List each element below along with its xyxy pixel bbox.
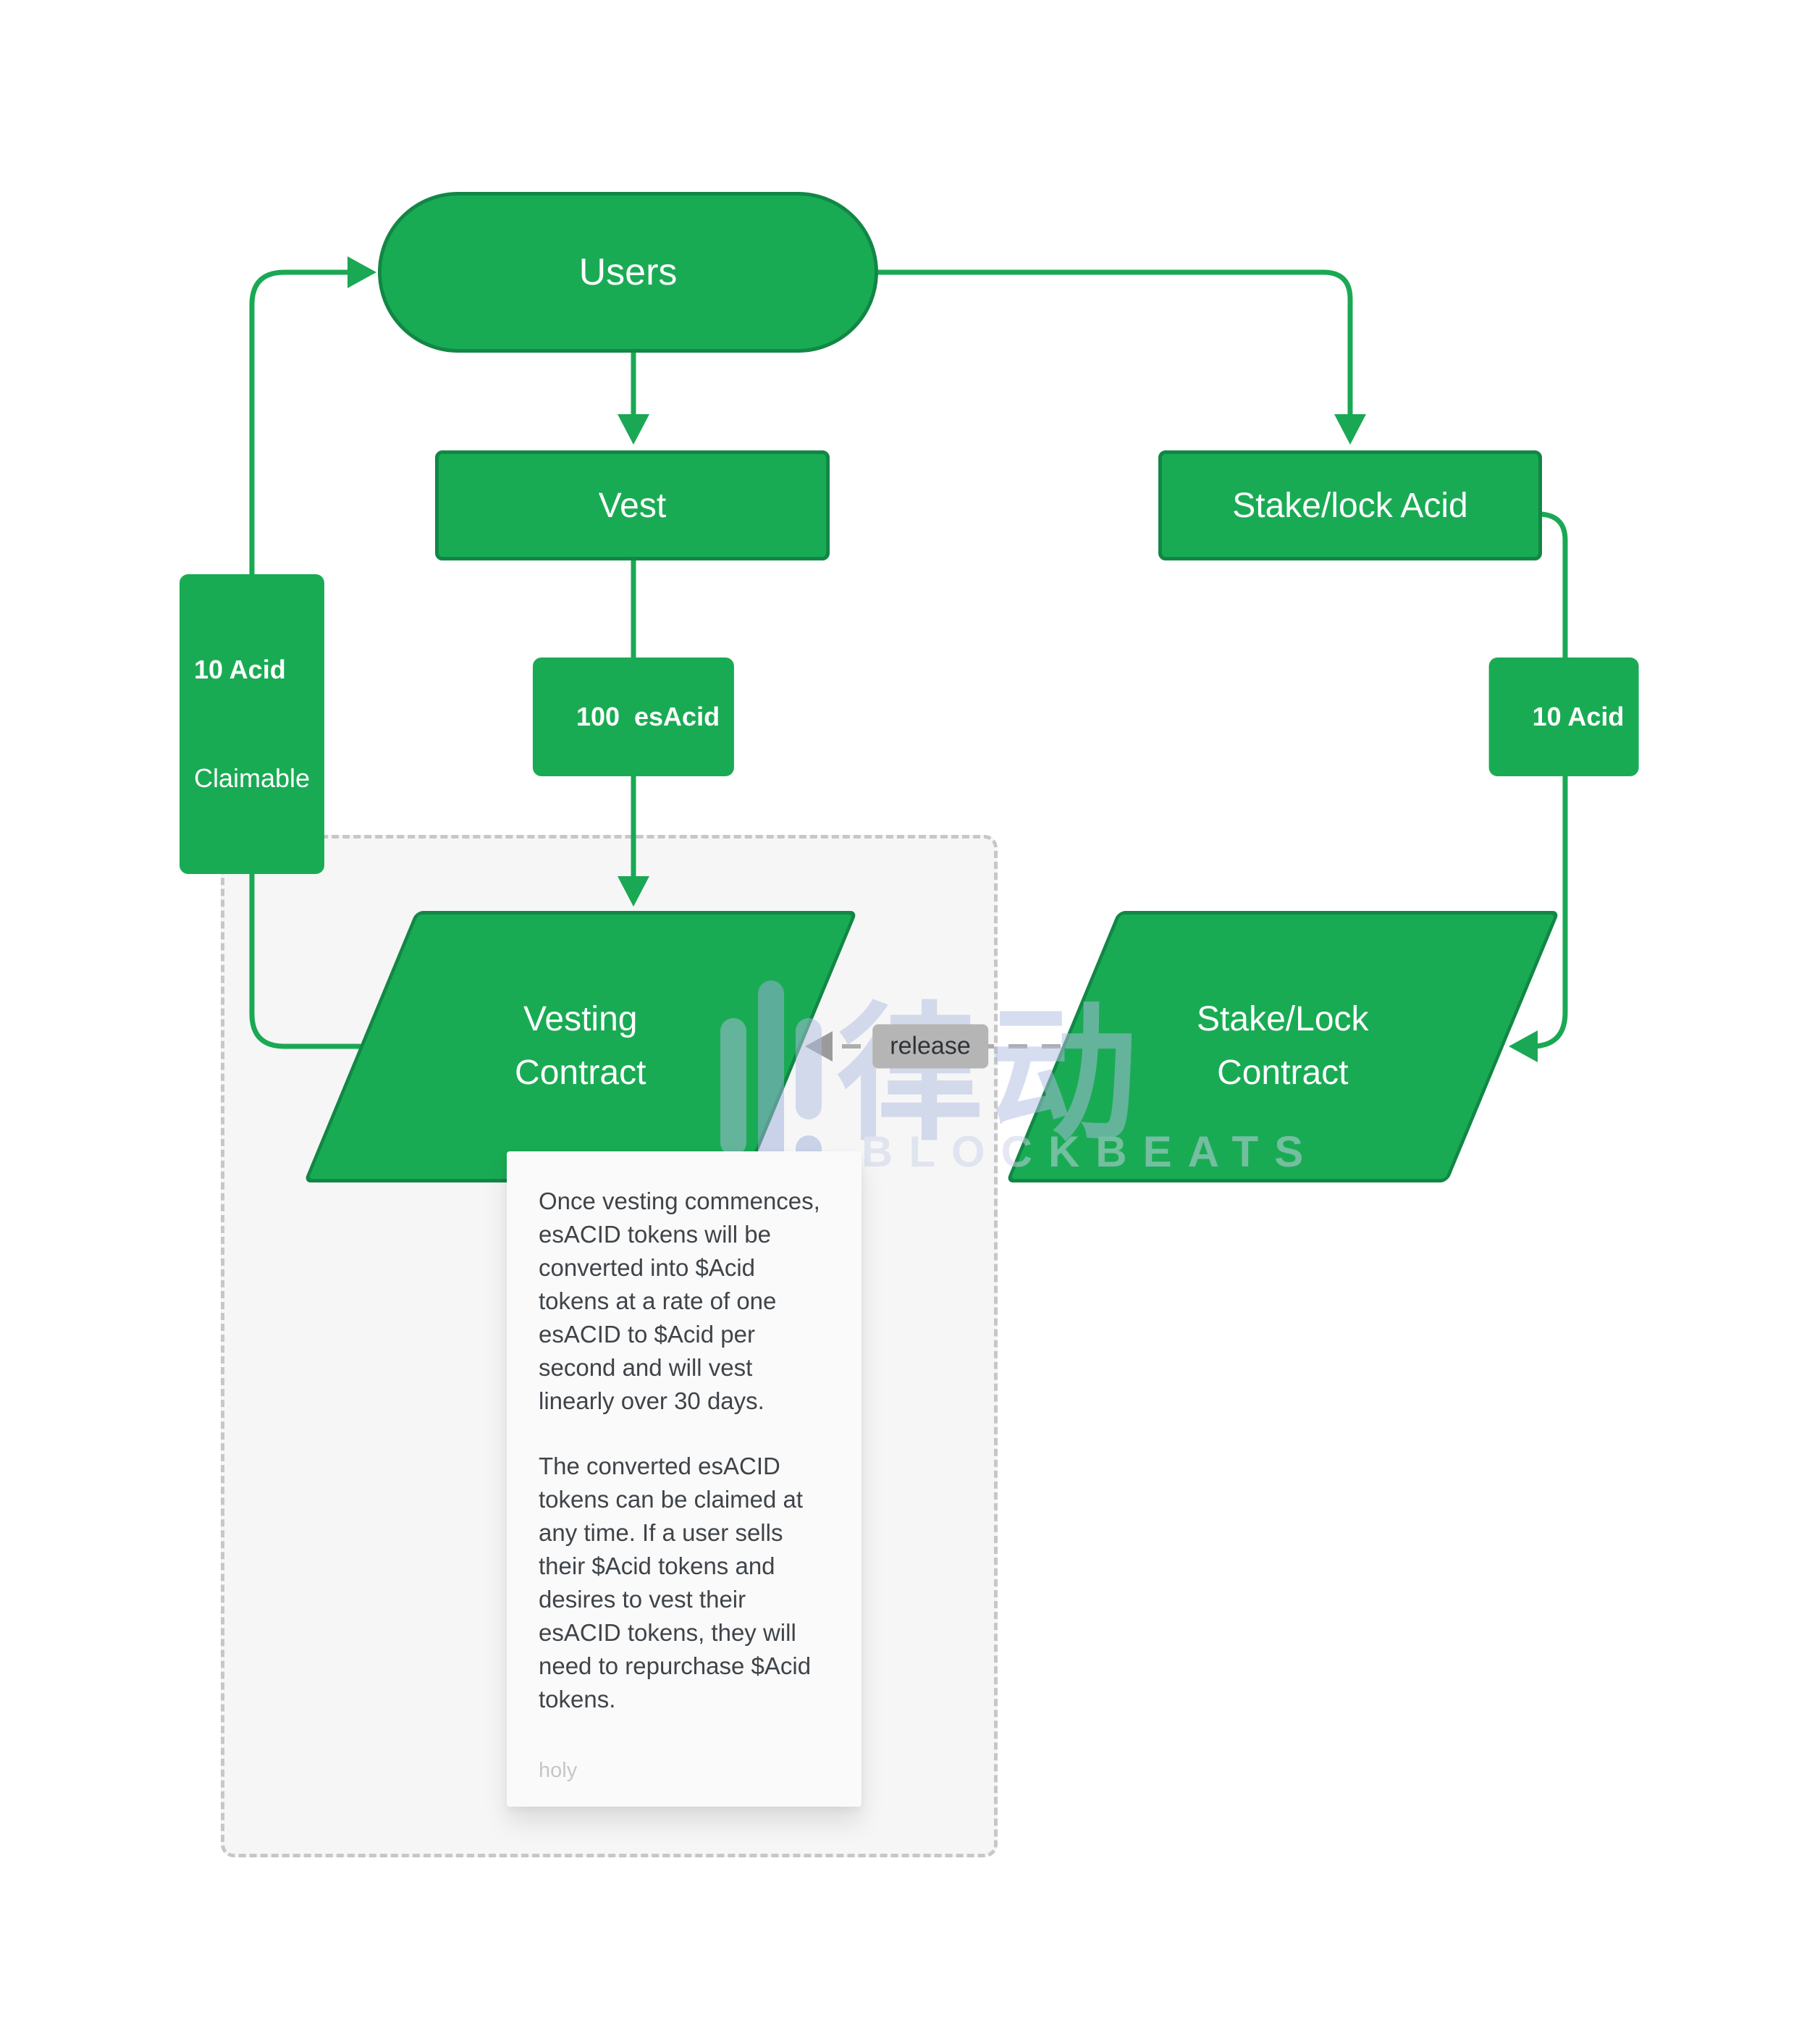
node-stake-lock-contract-label: Stake/Lock Contract (1197, 1000, 1369, 1093)
node-vesting-contract-label: Vesting Contract (515, 1000, 646, 1093)
node-vest-label: Vest (598, 486, 667, 525)
note-footer: holy (539, 1759, 578, 1782)
node-users-label: Users (578, 251, 678, 293)
note-paragraph-2: The converted esACID tokens can be claim… (539, 1453, 812, 1713)
node-stake-lock-acid-label: Stake/lock Acid (1232, 486, 1468, 525)
note-paragraph-1: Once vesting commences, esACID tokens wi… (539, 1188, 820, 1414)
arrowhead-into-stakelock-contract (1509, 1030, 1538, 1062)
arrowhead-into-users (347, 256, 376, 288)
connector-stakelock-to-contract (1526, 511, 1568, 1049)
arrowhead-into-stakelock (1334, 414, 1366, 445)
node-stake-lock-acid: Stake/lock Acid (1158, 450, 1542, 560)
edge-label-stake-amount: 10 Acid (1488, 657, 1639, 776)
arrowhead-release (805, 1031, 833, 1062)
node-users: Users (378, 192, 878, 353)
release-label: release (872, 1024, 988, 1069)
node-vest: Vest (435, 450, 830, 560)
edge-label-vest-amount: 100 esAcid (532, 657, 735, 776)
edge-label-claimable: 10 Acid Claimable (179, 574, 325, 874)
arrowhead-into-vesting-contract (618, 876, 649, 907)
arrowhead-into-vest (618, 414, 649, 445)
connector-users-to-stakelock (875, 269, 1353, 426)
note-card: Once vesting commences, esACID tokens wi… (507, 1151, 861, 1807)
